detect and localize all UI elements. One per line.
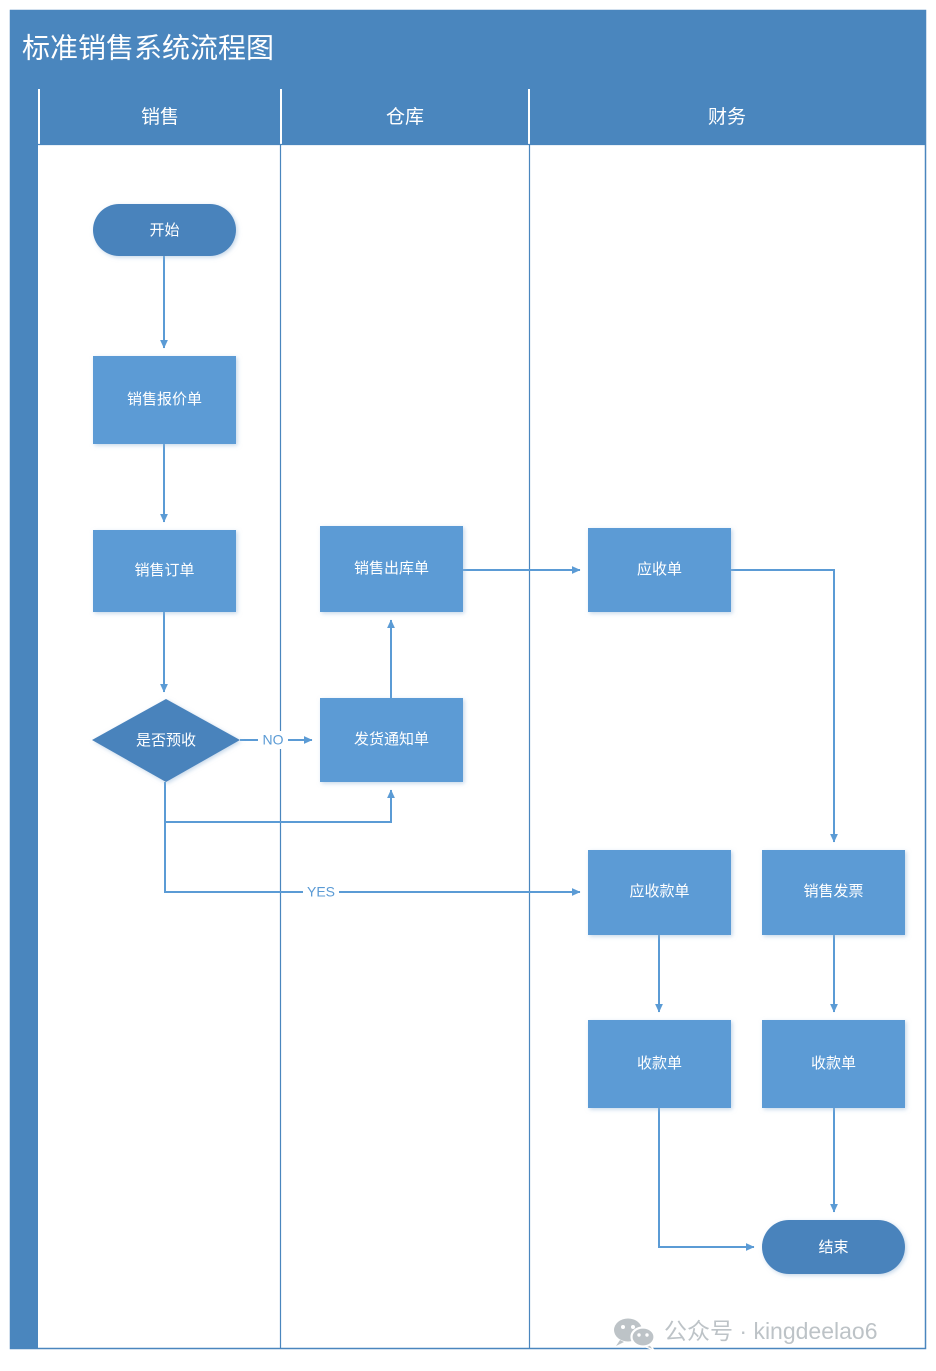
edge-decision-loop-to-ship-notice	[164, 782, 395, 823]
lane-header-warehouse	[282, 89, 528, 144]
node-prepay-check[interactable]: 是否预收	[92, 699, 240, 782]
node-end-shape[interactable]	[762, 1220, 905, 1274]
node-receivable-label: 应收单	[637, 560, 682, 578]
node-invoice-shape[interactable]	[762, 850, 905, 935]
node-receipt-right-shape[interactable]	[762, 1020, 905, 1108]
node-sales-order[interactable]: 销售订单	[93, 530, 236, 612]
node-receipt-left[interactable]: 收款单	[588, 1020, 731, 1108]
node-invoice-label: 销售发票	[803, 883, 863, 900]
node-start-shape[interactable]	[93, 204, 236, 256]
node-sales-order-shape[interactable]	[93, 530, 236, 612]
node-end[interactable]: 结束	[762, 1220, 905, 1274]
yes-label-backing	[303, 883, 339, 901]
lane-label-warehouse: 仓库	[386, 106, 424, 128]
watermark-text: 公众号 · kingdeelao6	[664, 1318, 878, 1344]
node-ar-bill-label: 应收款单	[629, 882, 689, 900]
wechat-icon	[614, 1318, 656, 1352]
no-label-backing	[258, 731, 288, 749]
node-quotation-shape[interactable]	[93, 356, 236, 444]
edge-decision-yes-to-ar-bill	[164, 822, 581, 896]
lane-header-finance	[530, 89, 925, 144]
lane-label-finance: 财务	[708, 106, 746, 128]
node-invoice[interactable]: 销售发票	[762, 850, 905, 935]
node-quotation[interactable]: 销售报价单	[93, 356, 236, 444]
node-quotation-label: 销售报价单	[127, 391, 202, 408]
node-receipt-right[interactable]: 收款单	[762, 1020, 905, 1108]
node-end-label: 结束	[818, 1239, 848, 1256]
node-receipt-left-label: 收款单	[637, 1055, 682, 1072]
node-ship-notice[interactable]: 发货通知单	[320, 698, 463, 782]
node-delivery-note[interactable]: 销售出库单	[320, 526, 463, 612]
node-receivable-shape[interactable]	[588, 528, 731, 612]
node-layer: 开始 销售报价单 销售订单 是否预收 销售出库单	[92, 204, 905, 1274]
node-ar-bill-shape[interactable]	[588, 850, 731, 935]
lane-name-strip	[11, 89, 38, 1348]
edge-label-yes: YES	[307, 884, 335, 900]
node-receivable[interactable]: 应收单	[588, 528, 731, 612]
node-ship-notice-label: 发货通知单	[354, 731, 429, 748]
node-prepay-check-shape[interactable]	[92, 699, 240, 782]
node-receipt-right-label: 收款单	[811, 1055, 856, 1072]
node-prepay-check-label: 是否预收	[136, 732, 196, 749]
node-sales-order-label: 销售订单	[134, 562, 194, 579]
node-start-label: 开始	[149, 222, 179, 239]
node-delivery-note-label: 销售出库单	[354, 560, 429, 577]
edge-label-no: NO	[263, 732, 284, 748]
node-ship-notice-shape[interactable]	[320, 698, 463, 782]
page-title: 标准销售系统流程图	[22, 32, 274, 63]
lane-header-sales	[40, 89, 280, 144]
edge-receivable-to-invoice	[731, 569, 838, 843]
node-delivery-note-shape[interactable]	[320, 526, 463, 612]
watermark: 公众号 · kingdeelao6	[614, 1318, 878, 1352]
edge-receipt-left-to-end	[658, 1108, 755, 1251]
title-band	[11, 11, 925, 89]
node-receipt-left-shape[interactable]	[588, 1020, 731, 1108]
node-ar-bill[interactable]: 应收款单	[588, 850, 731, 935]
lane-label-sales: 销售	[141, 106, 179, 128]
node-start[interactable]: 开始	[93, 204, 236, 256]
